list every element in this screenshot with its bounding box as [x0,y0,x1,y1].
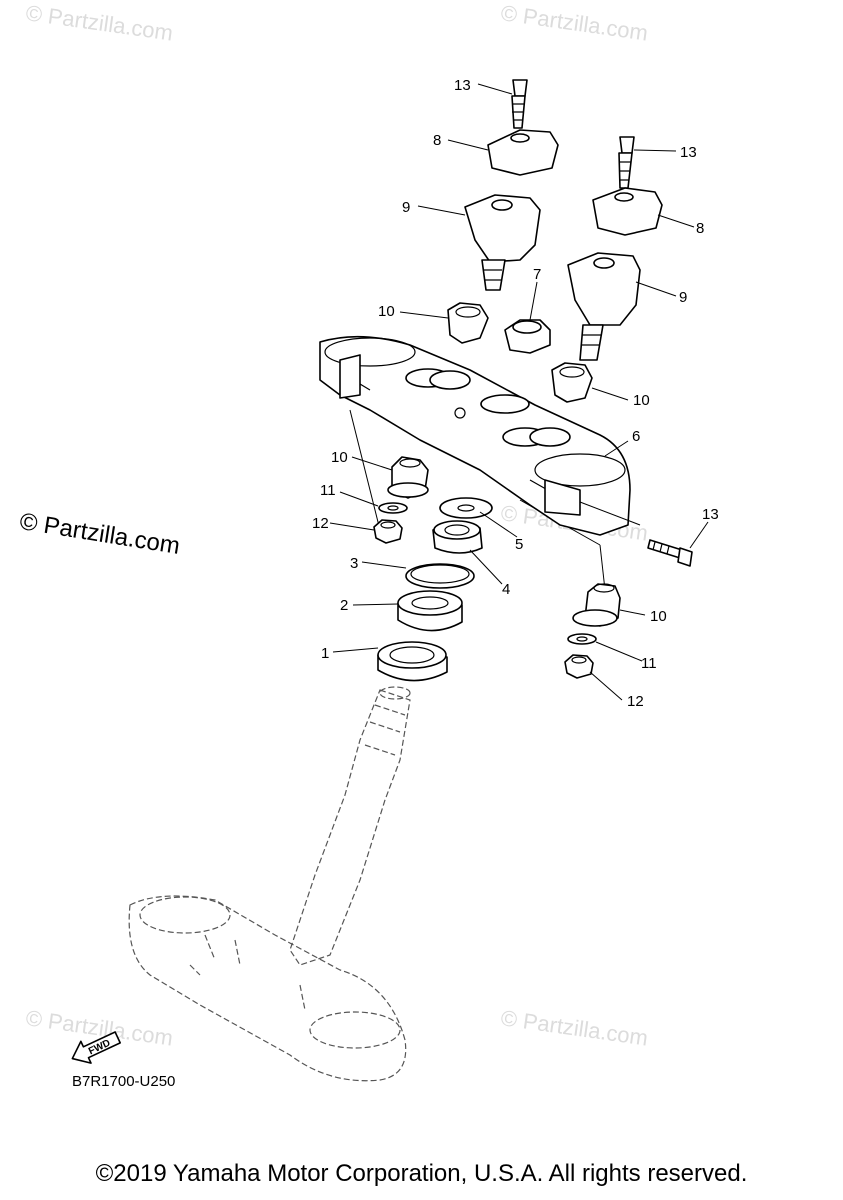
callout-10: 10 [633,392,650,409]
copyright-notice: ©2019 Yamaha Motor Corporation, U.S.A. A… [95,1160,748,1187]
callout-3: 3 [350,555,358,572]
nut-part-12-right [564,654,594,679]
fwd-label: FWD [87,1038,112,1058]
bearing-part-1 [377,641,448,682]
callout-13: 13 [680,144,697,161]
seal-part-3 [405,563,475,589]
diagram-code: B7R1700-U250 [72,1073,176,1090]
callout-12: 12 [627,693,644,710]
nut-part-12-left [373,519,403,544]
callout-2: 2 [340,597,348,614]
callout-4: 4 [502,581,510,598]
washer-part-11-left [378,502,408,514]
bolt-part-13-pinch [647,539,693,567]
handlebar-holder-left [464,79,559,291]
leader-lines [329,83,709,701]
callout-10: 10 [331,449,348,466]
callout-1: 1 [321,645,329,662]
watermark: © Partzilla.com [499,0,649,45]
damper-part-10-upper-left [447,302,489,344]
watermark: © Partzilla.com [24,0,174,45]
callout-9: 9 [402,199,410,216]
callout-12: 12 [312,515,329,532]
callout-6: 6 [632,428,640,445]
handlebar-holder-right [567,136,663,361]
washer-part-11-right [567,633,597,645]
callout-11: 11 [320,482,336,499]
callout-7: 7 [533,266,541,283]
callout-10: 10 [650,608,667,625]
callout-8: 8 [433,132,441,149]
callout-13: 13 [702,506,719,523]
callout-8: 8 [696,220,704,237]
callout-9: 9 [679,289,687,306]
damper-part-10-lower-right [572,583,621,627]
callout-5: 5 [515,536,523,553]
watermark: © Partzilla.com [499,1005,649,1050]
steering-nut-part-7 [504,319,551,354]
lower-bracket-outline [128,686,411,1082]
upper-bracket-part-6 [319,335,631,536]
ring-nut-part-4 [432,520,483,554]
callout-labels: 13 8 9 13 8 9 7 10 10 6 10 11 12 5 3 4 1… [312,77,719,710]
callout-10: 10 [378,303,395,320]
washer-part-5 [439,497,493,519]
bearing-part-2 [397,590,463,632]
callout-11: 11 [641,655,657,672]
damper-part-10-upper-right [551,362,593,403]
callout-13: 13 [454,77,471,94]
damper-part-10-lower-left [387,456,429,499]
